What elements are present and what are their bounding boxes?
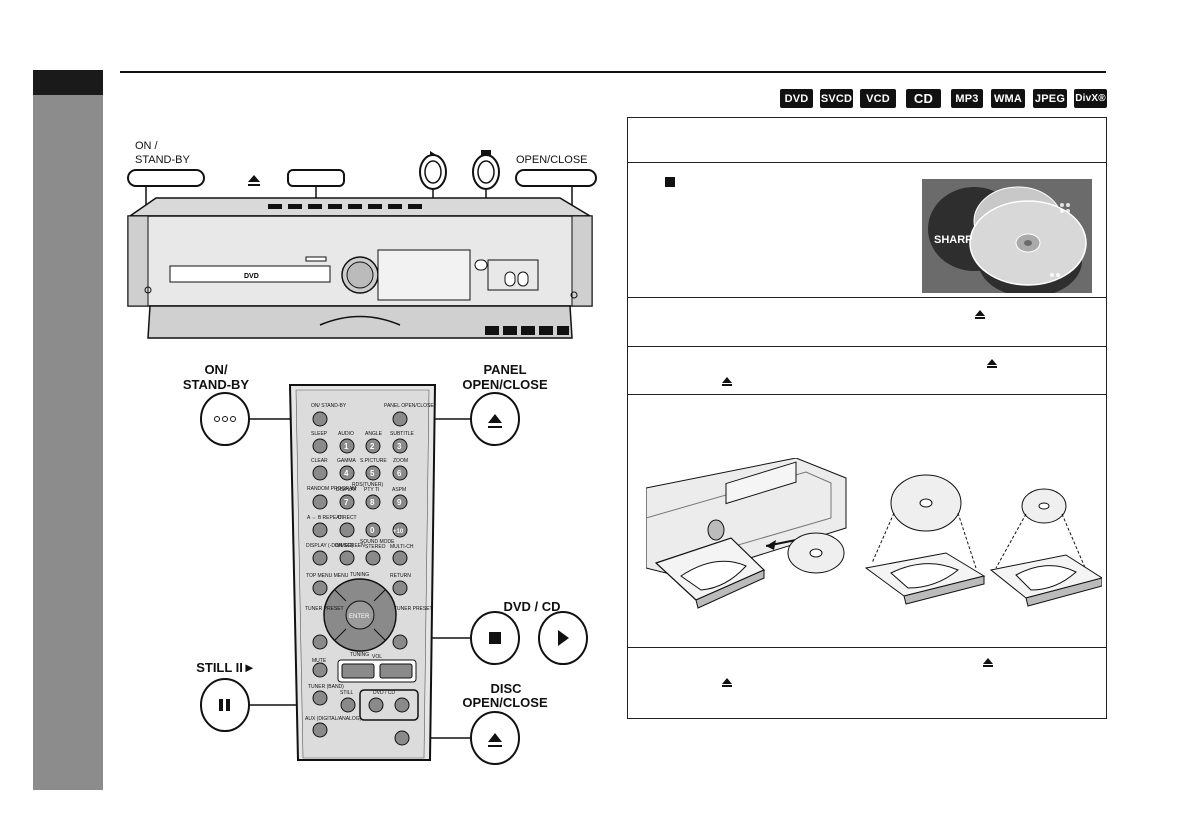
remote-key-label-sleep: SLEEP (311, 431, 328, 437)
eject-icon (488, 414, 502, 428)
unit-dvd-logo: DVD (244, 273, 259, 280)
remote-num-2: 2 (370, 442, 375, 451)
format-badge-mp3: MP3 (951, 89, 983, 108)
remote-key-label-repeat: A ⇔ B REPEAT (307, 515, 342, 521)
eject-icon (248, 175, 260, 186)
remote-key-label-tuner-band: TUNER (BAND) (308, 684, 344, 690)
remote-key-label-display: DISPLAY (336, 487, 357, 493)
step-box-2: SHARP (627, 162, 1107, 298)
stop-icon (665, 177, 675, 187)
remote-key-label-tuning-top: TUNING (350, 572, 369, 578)
remote-label-on-standby-1: ON/ (204, 362, 228, 377)
remote-illustration: ENTER ON/ STAND-BY PANEL OPEN/CLOSE SLEE… (200, 384, 588, 765)
format-badge-dvd: DVD (780, 89, 813, 108)
remote-label-dvd-cd: DVD / CD (503, 599, 561, 614)
remote-callout-play (538, 611, 588, 665)
section-tab-marker (33, 70, 103, 95)
unit-label-open-close: OPEN/CLOSE (516, 154, 588, 166)
disc-loading-illustration (646, 458, 1102, 609)
remote-num-1: 1 (344, 442, 349, 451)
remote-key-label-panel: PANEL OPEN/CLOSE (384, 403, 434, 409)
remote-key-label-still: STILL (340, 690, 354, 696)
remote-key-label-spicture: S.PICTURE (360, 458, 387, 464)
remote-label-panel-2: OPEN/CLOSE (462, 377, 548, 392)
remote-key-label-tuner-preset-left: TUNER PRESET (305, 606, 344, 612)
remote-key-label-mute: MUTE (312, 658, 327, 664)
remote-key-label-dvd-cd: DVD / CD (373, 690, 395, 696)
remote-key-label-vol: VOL (372, 654, 382, 660)
section-sidebar (33, 70, 103, 790)
format-badge-jpeg: JPEG (1033, 89, 1067, 108)
remote-num-5: 5 (370, 469, 375, 478)
remote-key-label-top-menu: TOP MENU MENU (306, 573, 349, 579)
remote-label-still: STILL II► (196, 660, 256, 675)
eject-icon (722, 377, 732, 386)
remote-num-plus10: +10 (393, 529, 404, 535)
remote-key-label-return: RETURN (390, 573, 411, 579)
remote-label-disc-1: DISC (490, 681, 522, 696)
step-box-6 (627, 647, 1107, 719)
eject-icon (488, 733, 502, 747)
remote-key-label-tuning-bottom: TUNING (350, 652, 369, 658)
remote-key-label-on-screen: ON SCREEN (335, 543, 365, 549)
step-box-1 (627, 117, 1107, 163)
unit-label-on-standby-1: ON / (135, 140, 158, 152)
remote-key-label-onstandby: ON/ STAND-BY (311, 403, 347, 409)
remote-key-label-aux: AUX (DIGITAL/ANALOG) (305, 716, 362, 722)
remote-key-label-pty: PTY TI (364, 487, 379, 493)
remote-key-label-random: RANDOM PROGRAM (307, 486, 356, 492)
remote-key-label-angle: ANGLE (365, 431, 383, 437)
remote-callout-disc (470, 711, 520, 765)
format-badge-wma: WMA (991, 89, 1025, 108)
format-badge-cd: CD (906, 89, 941, 108)
step-box-4 (627, 346, 1107, 395)
header-rule (120, 71, 1106, 73)
remote-key-label-audio: AUDIO (338, 431, 354, 437)
remote-callout-on-standby (200, 392, 250, 446)
step-box-3 (627, 297, 1107, 347)
format-badge-vcd: VCD (860, 89, 896, 108)
remote-key-label-stereo: STEREO (365, 544, 386, 550)
remote-key-label-aspm: ASPM (392, 487, 406, 493)
eject-icon (987, 359, 997, 368)
sharp-logo-text: SHARP (934, 234, 973, 246)
remote-key-label-sound-mode: SOUND MODE (360, 539, 395, 545)
remote-label-on-standby-2: STAND-BY (182, 377, 250, 392)
remote-callout-panel (470, 392, 520, 446)
remote-num-7: 7 (344, 498, 349, 507)
remote-num-0: 0 (370, 526, 375, 535)
eject-icon (722, 678, 732, 687)
remote-callout-still (200, 678, 250, 732)
remote-label-panel-1: PANEL (483, 362, 527, 377)
format-badge-divx: DivX® (1074, 89, 1107, 108)
remote-callout-stop (470, 611, 520, 665)
eject-icon (975, 310, 985, 319)
remote-num-9: 9 (397, 498, 402, 507)
remote-key-label-rds: RDS(TUNER) (352, 482, 383, 488)
remote-key-label-direct: DIRECT (338, 515, 357, 521)
play-icon (558, 630, 569, 646)
remote-key-label-zoom: ZOOM (393, 458, 408, 464)
step-box-5 (627, 394, 1107, 648)
remote-enter-label: ENTER (349, 614, 370, 620)
remote-num-8: 8 (370, 498, 375, 507)
remote-num-4: 4 (344, 469, 349, 478)
main-unit-illustration: DVD (127, 150, 597, 339)
eject-icon (983, 658, 993, 667)
remote-key-label-display-dimmer: DISPLAY (-DIMMER) (306, 543, 354, 549)
remote-label-disc-2: OPEN/CLOSE (462, 695, 548, 710)
remote-key-label-tuner-preset-right: TUNER PRESET (394, 606, 433, 612)
remote-key-label-clear: CLEAR (311, 458, 328, 464)
screen-saver-image: SHARP (922, 179, 1092, 293)
remote-key-label-gamma: GAMMA (337, 458, 357, 464)
remote-key-label-subtitle: SUBTITLE (390, 431, 415, 437)
unit-label-on-standby-2: STAND-BY (135, 154, 190, 166)
remote-num-3: 3 (397, 442, 402, 451)
stop-icon (489, 632, 501, 644)
remote-num-6: 6 (397, 469, 402, 478)
format-badge-svcd: SVCD (820, 89, 853, 108)
remote-key-label-multich: MULTI-CH (390, 544, 414, 550)
